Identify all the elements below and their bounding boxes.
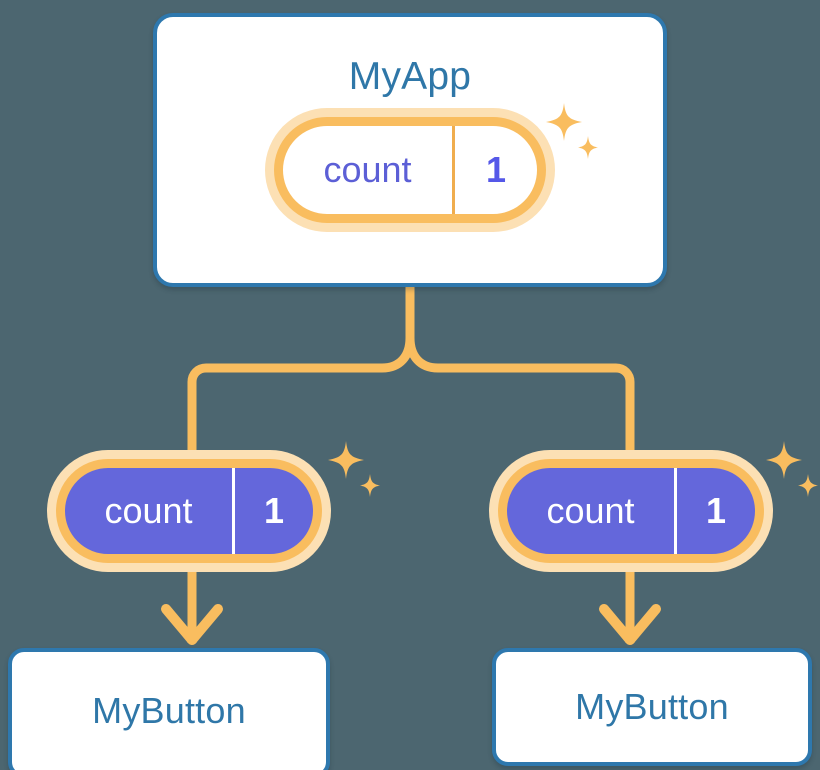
state-value-label: 1 <box>263 490 285 531</box>
component-card-mybutton-left[interactable]: MyButton <box>8 648 330 770</box>
page-title: MyButton <box>575 686 729 727</box>
sparkle-four-point-icon <box>328 441 364 479</box>
state-key-label: count <box>507 468 677 554</box>
arrow-down-right-head-icon <box>599 604 661 645</box>
component-card-mybutton-right[interactable]: MyButton <box>492 648 812 766</box>
state-key-label: count <box>65 468 235 554</box>
connector-trunk-split <box>187 282 415 475</box>
state-pill-left[interactable]: count 1 <box>56 459 322 563</box>
arrow-down-left-head-icon <box>161 604 223 645</box>
state-pill-right[interactable]: count 1 <box>498 459 764 563</box>
state-pill-myapp[interactable]: count 1 <box>274 117 546 223</box>
state-key-label: count <box>283 126 455 214</box>
sparkle-four-point-icon <box>766 441 802 479</box>
state-value-label: 1 <box>705 490 727 531</box>
page-title: MyApp <box>348 55 472 98</box>
sparkle-group-right <box>760 441 820 518</box>
sparkle-four-point-small-icon <box>798 474 818 497</box>
state-value-label: 1 <box>485 149 507 190</box>
sparkle-group-left <box>322 441 384 518</box>
sparkle-four-point-small-icon <box>360 474 380 497</box>
page-title: MyButton <box>92 690 246 731</box>
connector-trunk-split-right <box>405 333 635 475</box>
